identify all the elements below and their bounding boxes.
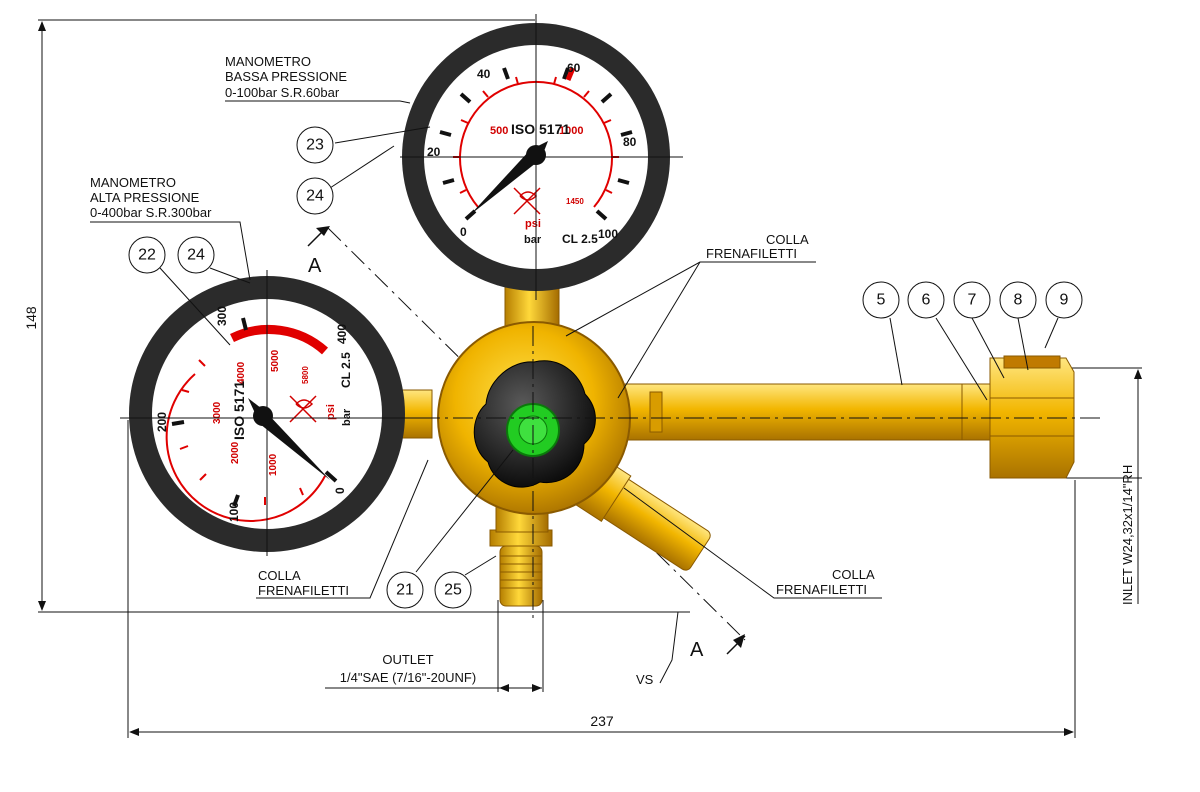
high-psi-2000: 2000 [230,441,241,464]
section-mark-top: A [308,255,322,277]
low-gauge-title-line1: MANOMETRO [225,54,311,69]
colla-left-line2: FRENAFILETTI [258,583,349,598]
balloon-23-number: 23 [306,137,324,154]
gauge-stem-top [504,285,560,327]
balloon-24-left-number: 24 [187,247,205,264]
balloon-21 [386,571,424,609]
balloon-25-number: 25 [444,582,462,599]
low-standard: ISO 5171 [511,121,570,137]
high-pressure-gauge: 300 200 100 0 400 1000 2000 3000 4000 50… [129,270,433,556]
high-unit-bar: bar [341,408,353,426]
high-psi-3000: 3000 [212,401,223,424]
colla-right-line1: COLLA [832,567,875,582]
colla-right-label: COLLA FRENAFILETTI [776,567,875,597]
balloon-25 [434,571,472,609]
low-gauge-title-line3: 0-100bar S.R.60bar [225,85,340,100]
high-unit-psi: psi [325,404,337,420]
balloon-9-number: 9 [1060,292,1069,309]
width-value: 237 [590,713,614,729]
high-gauge-title-line2: ALTA PRESSIONE [90,190,200,205]
inlet-label: INLET W24,32x1/14"RH [1120,465,1135,605]
high-tick-0: 0 [333,487,347,494]
balloon-24-top [296,177,334,215]
balloon-8 [999,281,1037,319]
low-class: CL 2.5 [562,232,598,246]
regulator-body [120,321,1100,620]
inlet-dimension: INLET W24,32x1/14"RH [1030,367,1142,605]
balloon-5 [862,281,900,319]
dimension-height: 148 [23,19,690,613]
height-value: 148 [23,306,39,330]
colla-top-label: COLLA FRENAFILETTI [706,232,809,261]
vs-label: VS [636,672,654,687]
balloon-7 [953,281,991,319]
low-psi-1000: 1000 [559,125,583,137]
colla-left-label: COLLA FRENAFILETTI [258,568,349,598]
leader-lines [90,100,1059,684]
low-pressure-gauge: 0 20 40 60 80 100 500 1000 1450 ISO 5171… [400,14,683,327]
low-tick-100: 100 [598,227,618,241]
colla-top-line2: FRENAFILETTI [706,246,797,261]
high-tick-200: 200 [155,412,169,432]
colla-top-line1: COLLA [766,232,809,247]
high-psi-5000: 5000 [270,349,281,372]
low-tick-60: 60 [567,61,581,75]
low-tick-20: 20 [427,145,441,159]
balloon-6 [907,281,945,319]
section-mark-bottom: A [690,639,704,661]
section-line-A: A A [307,226,746,661]
balloon-23 [296,126,334,164]
balloon-8-number: 8 [1014,292,1023,309]
inlet-tube [609,383,1001,441]
colla-right-line2: FRENAFILETTI [776,582,867,597]
balloon-22 [128,236,166,274]
outlet-dimension: OUTLET 1/4"SAE (7/16"-20UNF) [325,600,544,692]
outlet-label-line1: OUTLET [382,652,433,667]
outlet-label-line2: 1/4"SAE (7/16"-20UNF) [340,670,476,685]
outlet-fitting [499,545,543,607]
dimension-width: 237 [127,420,1076,738]
high-tick-100: 100 [227,502,241,522]
balloon-24-top-number: 24 [306,188,324,205]
low-unit-bar: bar [524,234,542,246]
low-unit-psi: psi [525,218,541,230]
balloon-5-number: 5 [877,292,886,309]
balloon-22-number: 22 [138,247,156,264]
high-gauge-title-line1: MANOMETRO [90,175,176,190]
low-psi-500: 500 [490,125,508,137]
low-gauge-title-line2: BASSA PRESSIONE [225,69,347,84]
high-tick-300: 300 [215,306,229,326]
balloon-7-number: 7 [968,292,977,309]
high-class: CL 2.5 [339,352,353,388]
high-psi-5800: 5800 [301,366,310,384]
colla-left-line1: COLLA [258,568,301,583]
high-psi-1000: 1000 [268,453,279,476]
balloon-24-left [177,236,215,274]
balloons [128,126,1083,609]
high-tick-400: 400 [335,324,349,344]
balloon-6-number: 6 [922,292,931,309]
high-psi-4000: 4000 [236,361,247,384]
high-gauge-title: MANOMETRO ALTA PRESSIONE 0-400bar S.R.30… [90,175,212,220]
low-tick-40: 40 [477,67,491,81]
low-psi-1450: 1450 [566,197,584,206]
low-tick-0: 0 [460,225,467,239]
low-tick-80: 80 [623,135,637,149]
low-gauge-title: MANOMETRO BASSA PRESSIONE 0-100bar S.R.6… [225,54,347,100]
high-standard: ISO 5171 [231,381,247,440]
balloon-21-number: 21 [396,582,414,599]
high-gauge-title-line3: 0-400bar S.R.300bar [90,205,212,220]
balloon-9 [1045,281,1083,319]
